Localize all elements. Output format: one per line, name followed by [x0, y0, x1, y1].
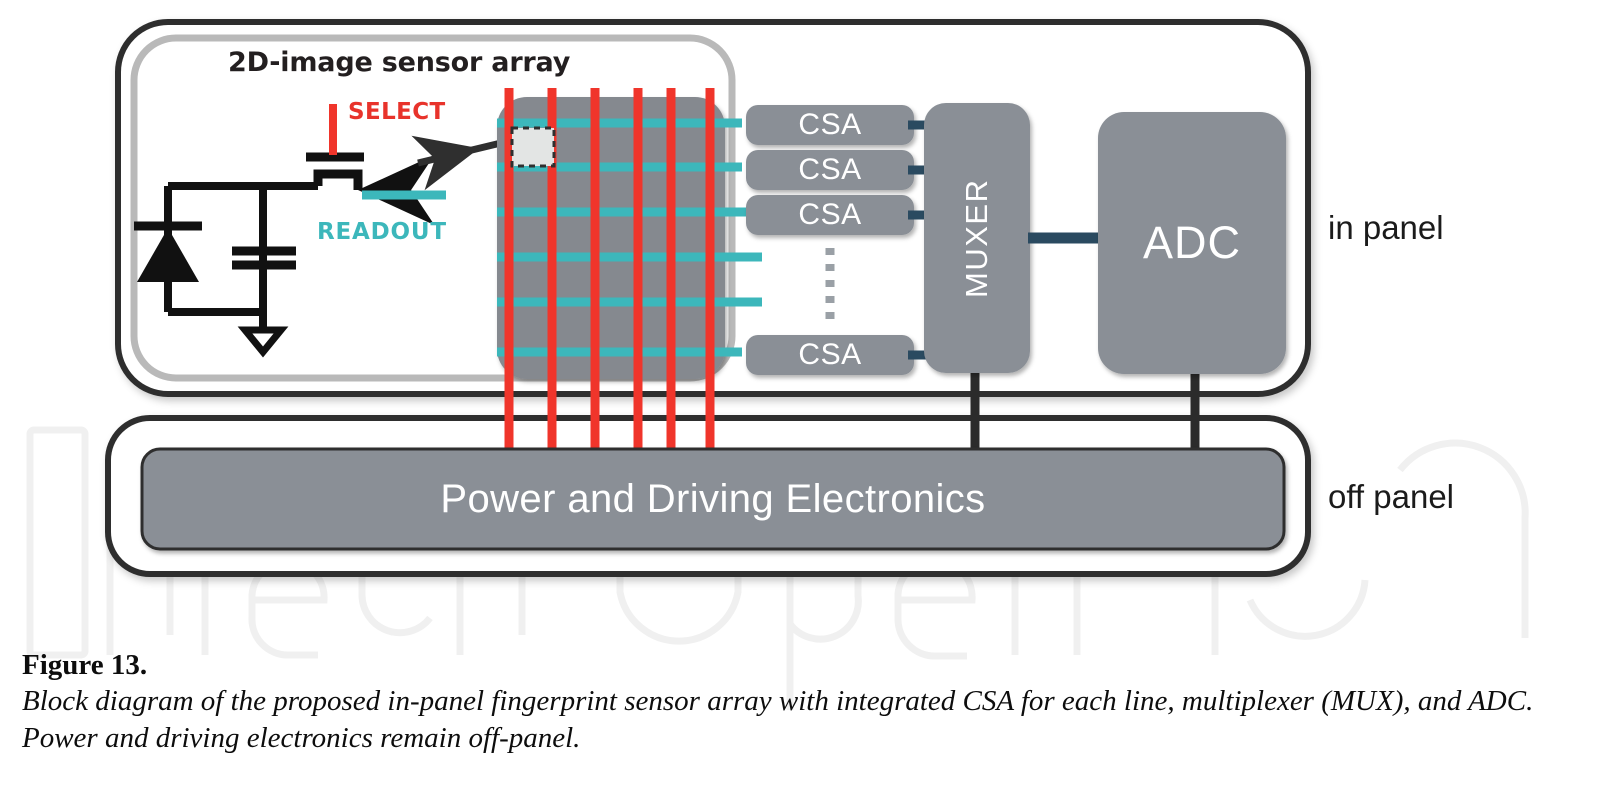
figure-caption: Figure 13. Block diagram of the proposed…: [22, 648, 1582, 757]
csa-block-4-label: CSA: [798, 338, 862, 371]
array-title: 2D-image sensor array: [228, 47, 571, 78]
select-signal-label: SELECT: [348, 99, 446, 125]
array-readout-lines: [497, 118, 762, 357]
readout-signal-label: READOUT: [317, 219, 447, 245]
pixel-cell: [510, 126, 556, 168]
figure-caption-body: Block diagram of the proposed in-panel f…: [22, 685, 1534, 754]
csa-block-1: [746, 105, 914, 145]
csa-block-2-label: CSA: [798, 153, 862, 186]
array-select-lines: [504, 88, 715, 458]
photodiode-icon: [134, 221, 202, 282]
csa-block-3-label: CSA: [798, 198, 862, 231]
muxer-block: [924, 103, 1030, 373]
in-panel-label: in panel: [1328, 209, 1444, 246]
figure-caption-label: Figure 13.: [22, 649, 148, 681]
csa-block-2: [746, 150, 914, 190]
power-block: [140, 447, 1286, 551]
adc-block: [1098, 112, 1286, 374]
adc-block-label: ADC: [1142, 217, 1241, 268]
sensor-array: [497, 88, 762, 458]
off-panel-label: off panel: [1328, 478, 1455, 515]
panel-to-power-connectors: [970, 372, 1200, 455]
csa-block-4: [746, 335, 914, 375]
csa-block-1-label: CSA: [798, 108, 862, 141]
muxer-block-label: MUXER: [959, 178, 994, 298]
ground-icon: [237, 312, 289, 358]
csa-block-group: [746, 105, 914, 375]
power-block-label: Power and Driving Electronics: [440, 476, 986, 521]
csa-block-3: [746, 195, 914, 235]
capacitor-icon: [232, 246, 296, 270]
